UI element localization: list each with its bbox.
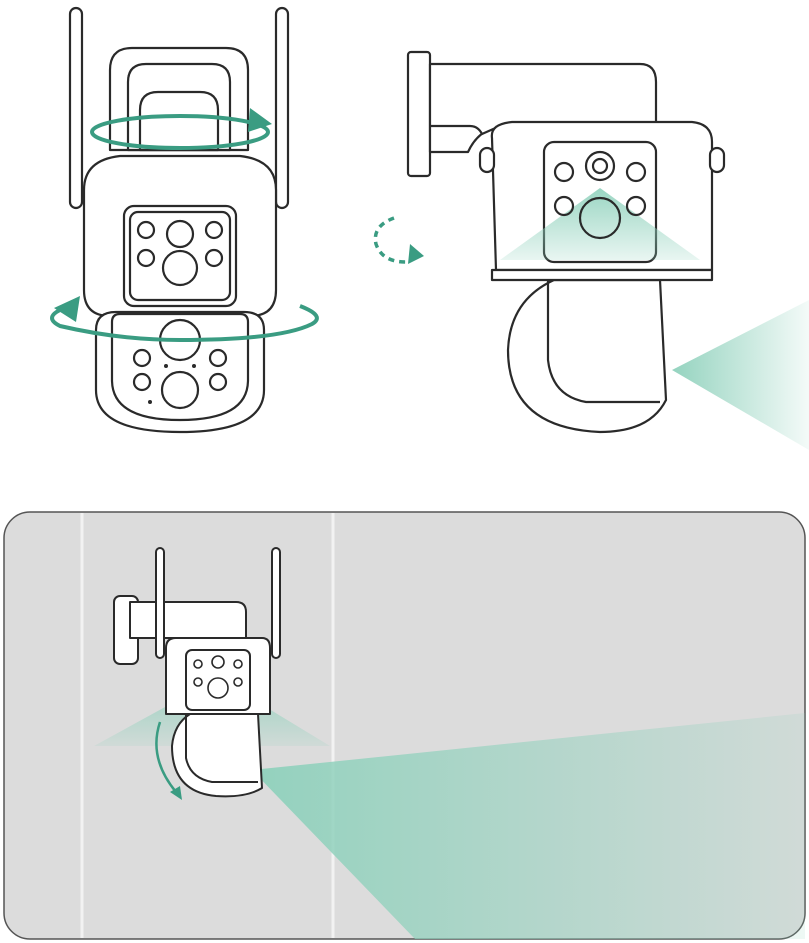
room-left-antenna-icon <box>156 548 164 658</box>
wall-plate <box>408 52 430 176</box>
lower-lens-icon <box>162 372 198 408</box>
right-antenna-icon <box>276 8 288 208</box>
upper-lens-icon <box>163 251 197 285</box>
room-mounting-scene <box>0 508 809 943</box>
side-view-beam <box>672 300 809 450</box>
camera-front-illustration <box>0 0 360 450</box>
camera-side-illustration <box>360 30 809 460</box>
left-antenna-icon <box>70 8 82 208</box>
side-lower-dome <box>508 280 666 432</box>
room-right-antenna-icon <box>272 548 280 658</box>
tilt-arrow-icon <box>375 218 406 262</box>
